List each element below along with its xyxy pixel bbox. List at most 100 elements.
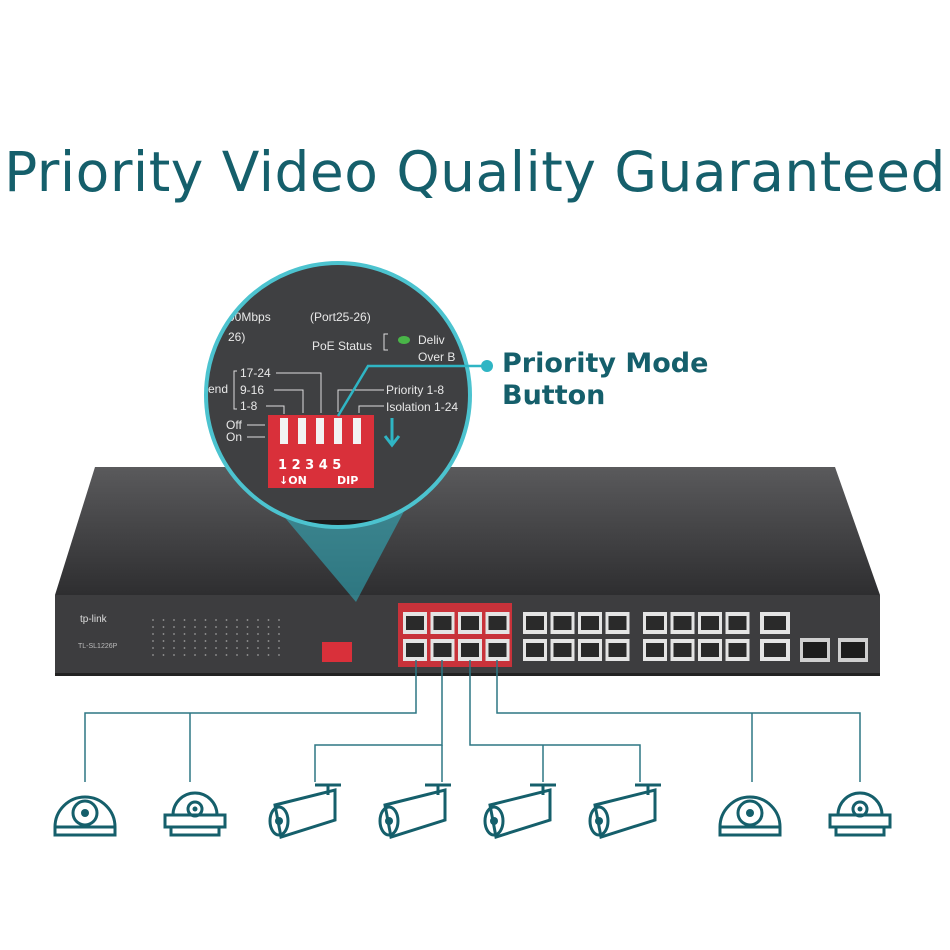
led-indicator xyxy=(204,626,207,628)
dome-camera-flat-icon xyxy=(163,791,227,837)
led-indicator xyxy=(257,640,259,642)
led-indicator xyxy=(152,647,154,649)
led-indicator xyxy=(194,633,196,635)
led-indicator xyxy=(173,619,175,621)
led-indicator xyxy=(236,640,238,642)
led-indicator xyxy=(162,654,165,656)
svg-text:Priority 1-8: Priority 1-8 xyxy=(386,383,444,397)
callout-label: Priority Mode Button xyxy=(502,348,709,411)
led-indicator xyxy=(204,633,207,635)
led-indicator xyxy=(194,647,196,649)
led-indicator xyxy=(162,633,165,635)
callout-dot xyxy=(481,360,493,372)
led-indicator xyxy=(246,619,249,621)
led-indicator xyxy=(278,619,280,621)
led-indicator xyxy=(236,654,238,656)
switch-top xyxy=(55,467,880,595)
svg-text:Off: Off xyxy=(226,418,242,432)
led-indicator xyxy=(246,654,249,656)
svg-text:PoE Status: PoE Status xyxy=(312,339,372,353)
model-label: TL-SL1226P xyxy=(78,643,118,650)
led-indicator xyxy=(267,654,270,656)
led-indicator xyxy=(173,626,175,628)
dome-camera-icon xyxy=(53,795,117,837)
led-indicator xyxy=(194,619,196,621)
led-indicator xyxy=(183,626,186,628)
led-indicator xyxy=(183,619,186,621)
dip-switch-small xyxy=(322,642,352,662)
led-indicator xyxy=(236,619,238,621)
led-indicator xyxy=(152,654,154,656)
led-indicator xyxy=(152,640,154,642)
led-indicator xyxy=(162,619,165,621)
led-indicator xyxy=(152,619,154,621)
led-indicator xyxy=(194,654,196,656)
led-indicator xyxy=(257,647,259,649)
led-indicator xyxy=(162,626,165,628)
bullet-camera-icon xyxy=(268,783,341,839)
led-indicator xyxy=(225,640,228,642)
led-indicator xyxy=(257,619,259,621)
led-indicator xyxy=(225,647,228,649)
magnifier-pointer xyxy=(270,500,410,602)
magnifier-ring xyxy=(204,261,472,529)
arrow-down-icon xyxy=(383,418,401,448)
led-indicator xyxy=(215,647,217,649)
led-indicator xyxy=(246,633,249,635)
led-indicator xyxy=(225,654,228,656)
svg-text:Deliv: Deliv xyxy=(418,333,445,347)
led-indicator xyxy=(183,647,186,649)
led-indicator xyxy=(267,640,270,642)
led-indicator xyxy=(236,626,238,628)
led-indicator xyxy=(183,633,186,635)
cameras xyxy=(53,783,892,839)
led-indicator xyxy=(236,647,238,649)
dome-camera-icon xyxy=(718,795,782,837)
led-indicator xyxy=(162,647,165,649)
led-indicator xyxy=(278,647,280,649)
led-indicator xyxy=(162,640,165,642)
led-indicator xyxy=(215,626,217,628)
led-indicator xyxy=(278,640,280,642)
led-indicator xyxy=(215,640,217,642)
led-indicator xyxy=(215,654,217,656)
led-indicator xyxy=(267,647,270,649)
connection-lines xyxy=(84,660,861,782)
led-indicator xyxy=(246,626,249,628)
led-indicator xyxy=(173,654,175,656)
led-indicator xyxy=(257,626,259,628)
led-indicator xyxy=(215,633,217,635)
svg-text:On: On xyxy=(226,430,242,444)
led-indicator xyxy=(246,640,249,642)
svg-text:9-16: 9-16 xyxy=(240,383,264,397)
port-grid xyxy=(403,612,868,662)
led-indicator xyxy=(267,633,270,635)
svg-text:Isolation 1-24: Isolation 1-24 xyxy=(386,400,458,414)
svg-text:Over B: Over B xyxy=(418,350,455,364)
callout-line xyxy=(336,364,487,417)
svg-text:DIP: DIP xyxy=(337,474,358,487)
svg-text:(Port25-26): (Port25-26) xyxy=(310,310,371,324)
led-indicator xyxy=(152,633,154,635)
led-indicator xyxy=(204,640,207,642)
led-indicator xyxy=(204,647,207,649)
led-indicator xyxy=(194,626,196,628)
led-indicator xyxy=(225,626,228,628)
led-indicator xyxy=(246,647,249,649)
led-indicator xyxy=(278,633,280,635)
led-indicator xyxy=(173,647,175,649)
led-indicator xyxy=(183,640,186,642)
magnifier-content: 00Mbps (Port25-26) 26) PoE Status Deliv … xyxy=(206,263,470,527)
led-indicator xyxy=(257,654,259,656)
led-indicator xyxy=(215,619,217,621)
led-indicator xyxy=(204,654,207,656)
led-indicator xyxy=(152,626,154,628)
led-indicator xyxy=(267,619,270,621)
svg-text:26): 26) xyxy=(228,330,245,344)
svg-text:↓ON: ↓ON xyxy=(279,474,307,487)
led-indicator xyxy=(236,633,238,635)
svg-text:1-8: 1-8 xyxy=(240,399,258,413)
headline: Priority Video Quality Guaranteed xyxy=(4,140,946,204)
led-indicator xyxy=(278,626,280,628)
bullet-camera-icon xyxy=(483,783,556,839)
